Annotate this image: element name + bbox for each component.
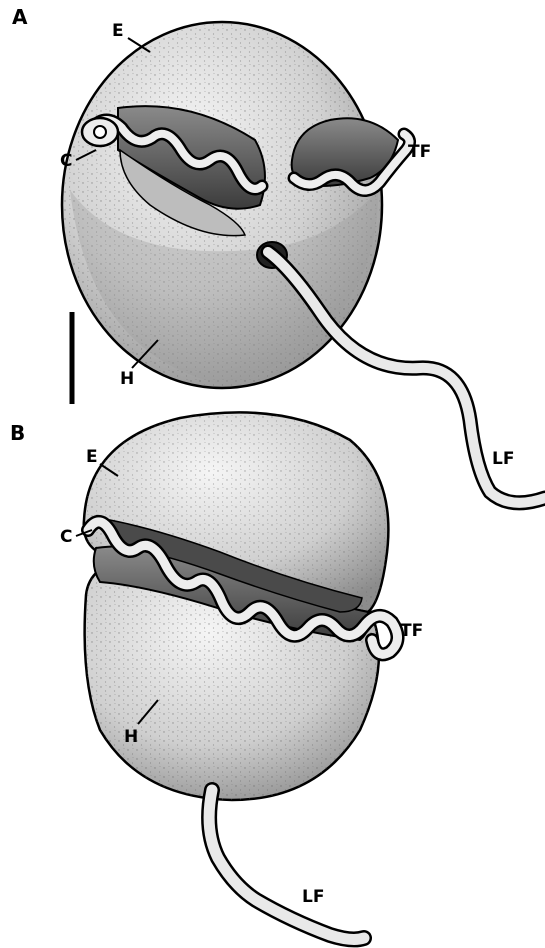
cingulum-a-right: [292, 118, 410, 190]
panel-a-letter: A: [12, 5, 28, 29]
lf-b-flagellum: [209, 790, 364, 939]
label-a-hypocone: H: [120, 369, 134, 389]
label-b-epicone: E: [86, 447, 98, 467]
label-a-cingulum: C: [60, 151, 72, 171]
panel-b: B E C TF H LF: [10, 412, 423, 939]
label-b-cingulum: C: [60, 527, 72, 547]
label-a-lf: LF: [492, 449, 514, 469]
panel-b-letter: B: [10, 421, 25, 445]
label-a-epicone: E: [112, 21, 124, 41]
label-b-lf: LF: [302, 887, 324, 907]
label-a-tf: TF: [408, 142, 431, 162]
label-b-tf: TF: [400, 621, 423, 641]
label-b-hypocone: H: [124, 727, 138, 747]
